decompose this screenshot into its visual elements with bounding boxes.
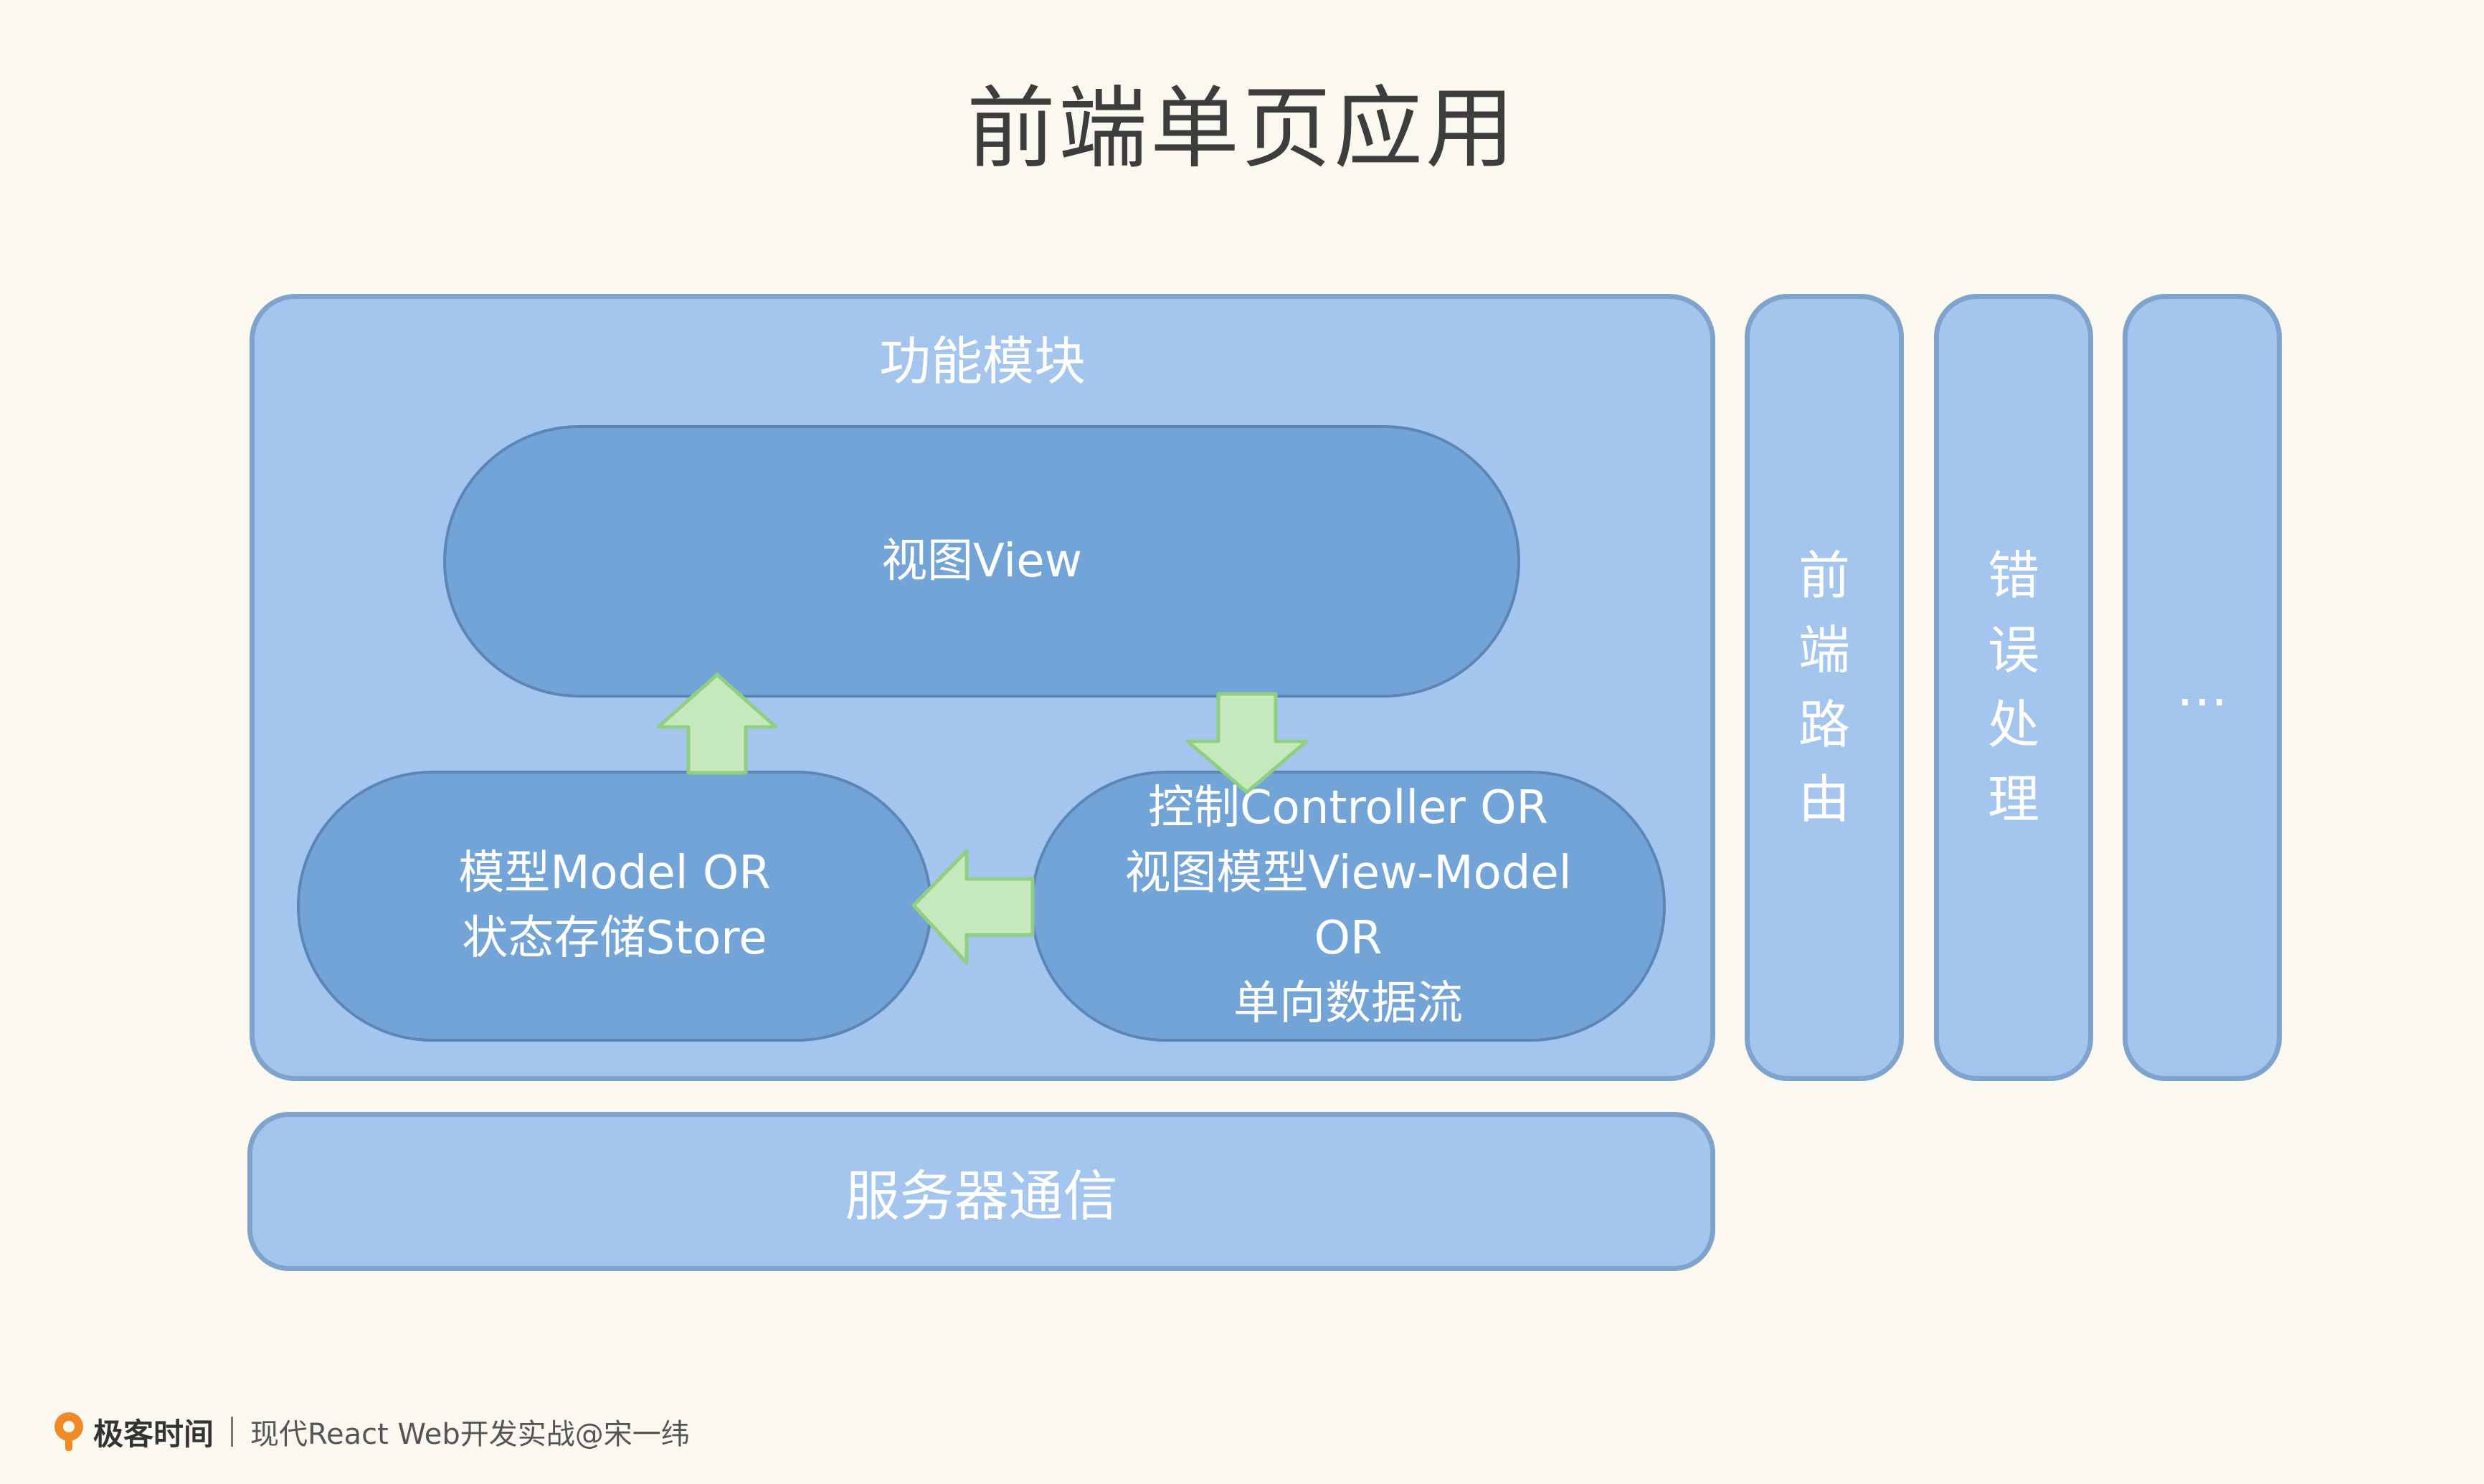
course-name: 现代React Web开发实战@宋一纬 <box>250 1418 690 1451</box>
up-arrow <box>656 672 778 775</box>
store-line: 状态存储Store <box>462 912 767 965</box>
controller-line: 控制Controller OR <box>1148 781 1548 835</box>
brand-name: 极客时间 <box>93 1416 214 1452</box>
more-label: … <box>2176 657 2228 718</box>
function-module-label: 功能模块 <box>878 331 1086 391</box>
footer-divider <box>231 1417 234 1447</box>
controller-label: 控制Controller OR 视图模型View-Model OR 单向数据流 <box>1124 776 1571 1037</box>
model-store-node: 模型Model OR 状态存储Store <box>297 771 932 1042</box>
left-arrow <box>911 849 1035 965</box>
error-handling-label: 错 误 处 理 <box>1987 546 2039 829</box>
down-arrow <box>1185 692 1309 794</box>
controller-node: 控制Controller OR 视图模型View-Model OR 单向数据流 <box>1030 771 1666 1042</box>
dataflow-line: 单向数据流 <box>1233 976 1463 1030</box>
or-line: OR <box>1314 912 1383 965</box>
model-store-label: 模型Model OR 状态存储Store <box>458 841 770 971</box>
server-communication-panel: 服务器通信 <box>247 1112 1715 1271</box>
error-handling-panel: 错 误 处 理 <box>1934 294 2093 1081</box>
geektime-logo-icon <box>54 1412 83 1451</box>
footer: 极客时间 现代React Web开发实战@宋一纬 <box>50 1409 690 1454</box>
frontend-router-panel: 前 端 路 由 <box>1745 294 1904 1081</box>
view-label: 视图View <box>881 534 1082 588</box>
server-communication-label: 服务器通信 <box>845 1164 1118 1228</box>
page-title: 前端单页应用 <box>966 77 1517 181</box>
view-model-line: 视图模型View-Model <box>1124 847 1572 900</box>
more-panel: … <box>2123 294 2282 1081</box>
frontend-router-label: 前 端 路 由 <box>1798 546 1850 829</box>
model-line: 模型Model OR <box>458 847 771 900</box>
view-node: 视图View <box>443 425 1520 698</box>
